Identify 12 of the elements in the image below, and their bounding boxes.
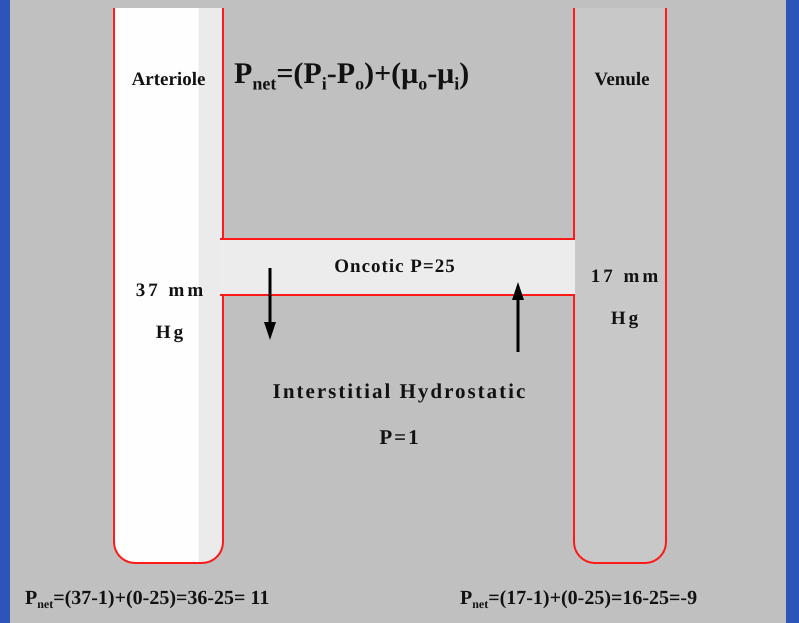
vessel-label: 37 mm Hg — [134, 279, 208, 345]
vessel-tube — [113, 8, 224, 564]
vessel-tube — [573, 8, 667, 564]
equation-text: P$_{net}$=(17-1)+(0-25)=16-25=-9 — [460, 586, 698, 612]
capillary-channel — [220, 238, 575, 296]
vessel-label: Arteriole — [130, 68, 206, 92]
vessel-label: 17 mm Hg — [590, 265, 662, 331]
equation-text: P$_{net}$=(37-1)+(0-25)=36-25= 11 — [25, 586, 270, 612]
capillary-label: Oncotic P=25 — [333, 255, 457, 279]
region-label: Interstitial Hydrostatic P=1 — [272, 378, 528, 451]
equation-text: P$_{net}$=(P$_{i}$-P$_{o}$)+(μ$_{o}$-μ$_{i}$) — [234, 56, 470, 95]
vessel-label: Venule — [593, 68, 651, 92]
